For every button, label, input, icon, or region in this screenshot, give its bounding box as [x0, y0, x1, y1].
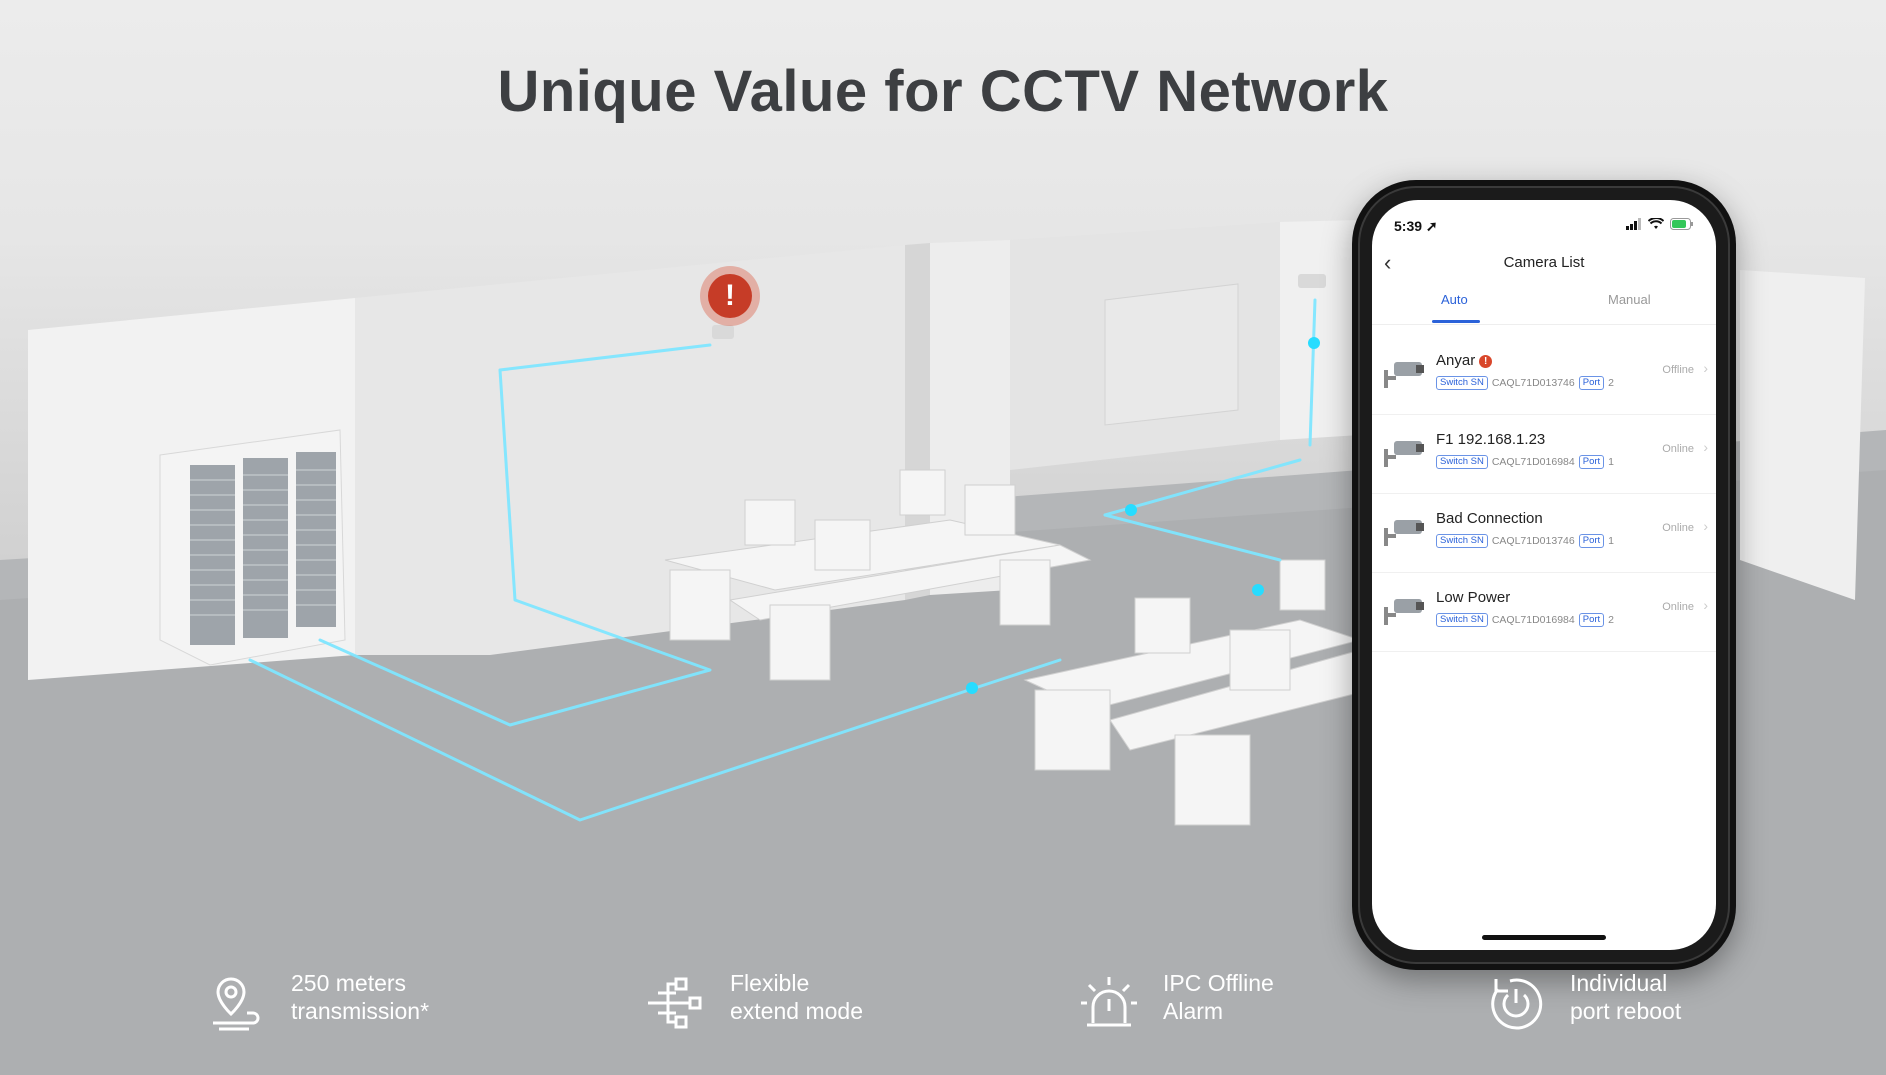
network-branch-icon [648, 977, 702, 1029]
tab-auto[interactable]: Auto [1441, 292, 1468, 307]
feature-line1: Flexible [730, 970, 810, 996]
switch-sn-tag: Switch SN [1436, 534, 1488, 548]
feature-line2: port reboot [1570, 998, 1682, 1024]
feature-line2: transmission* [291, 998, 430, 1024]
active-tab-indicator [1432, 320, 1480, 323]
nav-bar: ‹ Camera List [1372, 250, 1716, 280]
switch-sn-tag: Switch SN [1436, 376, 1488, 390]
port-number: 2 [1608, 377, 1615, 389]
camera-list-item[interactable]: Anyar! Switch SN CAQL71D013746 Port 2 Of… [1372, 336, 1716, 415]
camera-meta: Switch SN CAQL71D013746 Port 2 [1436, 376, 1614, 390]
camera-list-item[interactable]: Low Power Switch SN CAQL71D016984 Port 2… [1372, 573, 1716, 652]
battery-charging-icon [1670, 218, 1693, 230]
status-time: 5:39 ➚ [1394, 218, 1438, 234]
camera-status: Online [1662, 443, 1694, 455]
location-pin-icon [213, 977, 260, 1031]
switch-sn-tag: Switch SN [1436, 613, 1488, 627]
tab-manual[interactable]: Manual [1608, 292, 1651, 307]
cctv-camera-icon [1384, 520, 1424, 546]
phone-screen: 5:39 ➚ ‹ Camera List Auto Manual Anyar! … [1372, 200, 1716, 950]
home-indicator [1482, 935, 1606, 940]
camera-meta: Switch SN CAQL71D016984 Port 1 [1436, 455, 1614, 469]
phone-mockup: 5:39 ➚ ‹ Camera List Auto Manual Anyar! … [1352, 180, 1736, 970]
switch-sn-tag: Switch SN [1436, 455, 1488, 469]
camera-alarm-badge: ! [700, 266, 760, 326]
camera-meta: Switch SN CAQL71D016984 Port 2 [1436, 613, 1614, 627]
camera-name: Low Power [1436, 589, 1511, 606]
wifi-icon [1648, 218, 1664, 229]
power-reboot-icon [1491, 978, 1543, 1030]
exclamation-alert-icon: ! [708, 274, 752, 318]
cctv-camera-icon [1384, 599, 1424, 625]
back-chevron-icon[interactable]: ‹ [1384, 250, 1392, 275]
camera-list-item[interactable]: F1 192.168.1.23 Switch SN CAQL71D016984 … [1372, 415, 1716, 494]
feature-line1: Individual [1570, 970, 1668, 996]
camera-status: Online [1662, 522, 1694, 534]
serial-number: CAQL71D013746 [1491, 535, 1575, 547]
tab-bar: Auto Manual [1372, 286, 1716, 325]
cctv-camera-icon [1384, 362, 1424, 388]
feature-line1: IPC Offline [1163, 970, 1274, 996]
camera-name: Bad Connection [1436, 510, 1543, 527]
feature-line1: 250 meters [291, 970, 407, 996]
feature-line2: extend mode [730, 998, 863, 1024]
port-number: 1 [1608, 456, 1615, 468]
nav-title: Camera List [1503, 254, 1585, 271]
feature-line2: Alarm [1163, 998, 1224, 1024]
signal-icon [1626, 218, 1641, 230]
serial-number: CAQL71D013746 [1491, 377, 1575, 389]
chevron-right-icon: › [1703, 518, 1708, 534]
serial-number: CAQL71D016984 [1491, 614, 1575, 626]
camera-status: Offline [1662, 364, 1694, 376]
chevron-right-icon: › [1703, 597, 1708, 613]
location-arrow-icon: ➚ [1425, 218, 1438, 234]
port-tag: Port [1578, 534, 1605, 548]
port-tag: Port [1578, 455, 1605, 469]
chevron-right-icon: › [1703, 439, 1708, 455]
camera-meta: Switch SN CAQL71D013746 Port 1 [1436, 534, 1614, 548]
port-tag: Port [1578, 376, 1605, 390]
page-title: Unique Value for CCTV Network [497, 59, 1389, 124]
alarm-siren-icon [1081, 977, 1137, 1027]
port-tag: Port [1578, 613, 1605, 627]
camera-list-item[interactable]: Bad Connection Switch SN CAQL71D013746 P… [1372, 494, 1716, 573]
camera-name: Anyar [1436, 352, 1476, 369]
chevron-right-icon: › [1703, 360, 1708, 376]
port-number: 1 [1608, 535, 1615, 547]
camera-list: Anyar! Switch SN CAQL71D013746 Port 2 Of… [1372, 336, 1716, 652]
serial-number: CAQL71D016984 [1491, 456, 1575, 468]
cctv-camera-icon [1384, 441, 1424, 467]
alert-exclamation-icon: ! [1479, 355, 1493, 368]
camera-status: Online [1662, 601, 1694, 613]
camera-name: F1 192.168.1.23 [1436, 431, 1546, 448]
status-bar: 5:39 ➚ [1394, 218, 1694, 238]
port-number: 2 [1608, 614, 1615, 626]
